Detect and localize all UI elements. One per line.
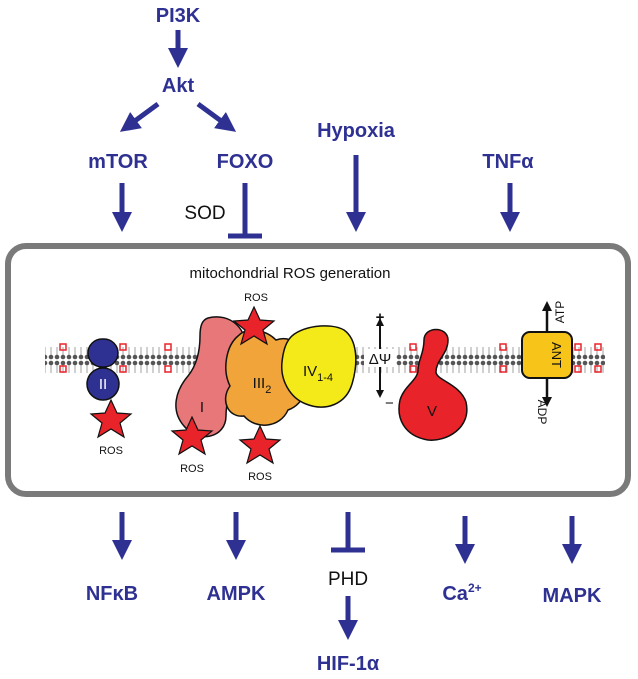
ca-label: Ca2+ <box>442 581 481 605</box>
akt-to-foxo-arrow <box>196 101 237 132</box>
mito-title: mitochondrial ROS generation <box>190 265 391 282</box>
ant-label: ANT <box>549 342 564 368</box>
ros-label-iii-top: ROS <box>244 292 268 304</box>
complex-iii-label: III2 <box>253 375 272 396</box>
complex-i-label: I <box>200 399 204 416</box>
adp-label: ADP <box>535 400 549 425</box>
plus-sign: + <box>376 309 385 326</box>
ros-star-iii-top <box>232 305 276 346</box>
ros-star-ii <box>89 398 133 439</box>
tnfa-label: TNFα <box>482 151 534 173</box>
ros-label-ii: ROS <box>99 445 123 457</box>
atp-label: ATP <box>553 301 567 323</box>
hypoxia-label: Hypoxia <box>317 120 396 142</box>
complex-iv-label: IV1-4 <box>303 363 333 384</box>
foxo-label: FOXO <box>217 151 274 173</box>
complex-v: V <box>398 328 468 441</box>
ampk-label: AMPK <box>207 583 266 605</box>
nfkb-label: NFκB <box>86 583 138 605</box>
mapk-label: MAPK <box>543 585 602 607</box>
mtor-label: mTOR <box>88 151 148 173</box>
delta-psi-label: ΔΨ <box>369 351 392 368</box>
ros-label-i: ROS <box>180 463 204 475</box>
ros-label-iii-bottom: ROS <box>248 471 272 483</box>
ros-star-i <box>170 415 214 456</box>
complex-ii: II <box>86 338 120 401</box>
ant-transporter: ANT ATP ADP <box>521 301 573 425</box>
minus-sign: − <box>385 395 394 412</box>
sod-label: SOD <box>184 203 225 224</box>
membrane-potential: ΔΨ + − <box>364 309 396 412</box>
pi3k-label: PI3K <box>156 5 201 27</box>
akt-label: Akt <box>162 75 195 97</box>
complex-ii-label: II <box>99 376 107 393</box>
ros-star-iii-bottom <box>238 424 282 465</box>
akt-to-mtor-arrow <box>119 101 160 132</box>
complex-iv: IV1-4 <box>281 325 357 408</box>
phd-label: PHD <box>328 569 368 590</box>
hif-label: HIF-1α <box>317 653 380 675</box>
complex-v-label: V <box>427 403 437 420</box>
